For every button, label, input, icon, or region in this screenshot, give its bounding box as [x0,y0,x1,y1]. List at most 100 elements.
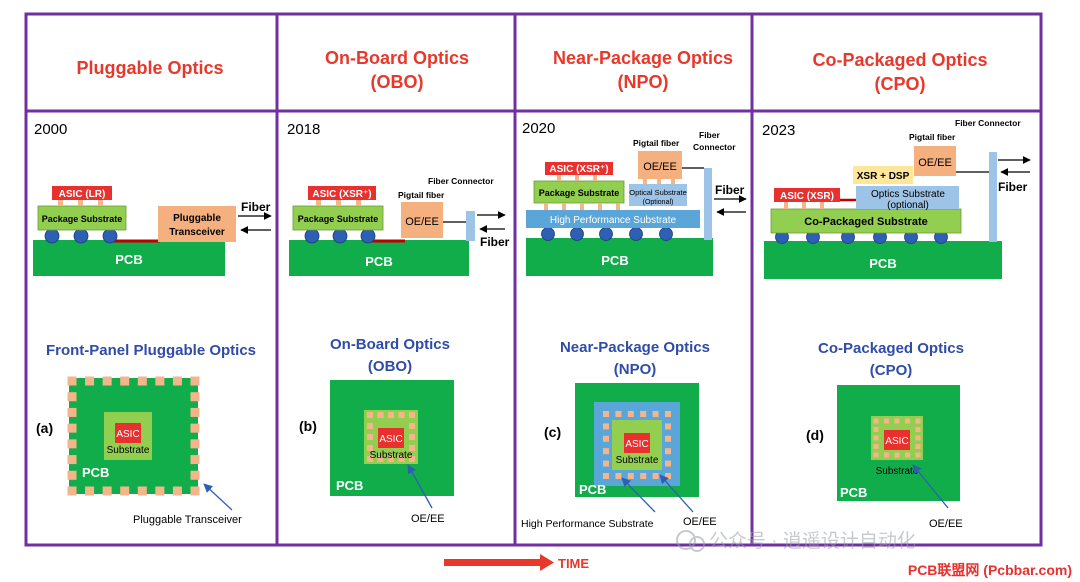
figure-letter: (d) [806,427,824,443]
subtitles: Front-Panel Pluggable Optics On-Board Op… [46,336,964,379]
solder-balls [775,230,948,244]
pad [894,418,900,424]
pad [102,486,112,496]
pcb-board [526,238,713,276]
pad [665,423,671,430]
substrate-label: Substrate [876,466,919,477]
asic-label: ASIC [379,434,402,445]
connector-label-1: Fiber [699,130,720,140]
oe-ee-pads [603,411,671,479]
asic-die [545,162,613,175]
pcb-label: PCB [601,253,628,268]
transceiver-label-1: Pluggable [173,213,221,224]
pad [137,486,147,496]
pad [894,452,900,458]
package-substrate-label: Package Substrate [42,214,123,224]
pad [67,439,77,449]
substrate-bumps [544,203,620,210]
pcb-label: PCB [82,465,109,480]
pigtail-label: Pigtail fiber [909,132,956,142]
pad [120,486,130,496]
fiber-label: Fiber [241,200,271,214]
pad [67,392,77,402]
pad [367,434,373,440]
title-npo-line1: Near-Package Optics [553,48,733,68]
substrate-label: Substrate [370,450,413,461]
asic-square [884,430,910,450]
pad [120,376,130,386]
pad [85,486,95,496]
pad [388,456,394,462]
oe-ee-label: OE/EE [643,161,677,173]
title-pluggable: Pluggable Optics [76,58,223,78]
pad [190,455,200,465]
optics-substrate-label-2: (optional) [887,200,929,211]
pad [172,486,182,496]
oe-bumps [643,179,675,184]
pad [409,412,415,418]
asic-die [774,188,840,202]
cpo-cross-section: PCB Co-Packaged Substrate ASIC (XSR) Opt… [764,118,1031,279]
asic-bumps [557,174,597,181]
pad [915,452,921,458]
pad [367,456,373,462]
oe-ee-block [638,151,682,179]
asic-label: ASIC (LR) [59,189,106,200]
subtitle-npo-line1: Near-Package Optics [560,339,710,356]
pad [102,376,112,386]
pad [873,444,879,449]
asic-square [115,423,141,443]
callout-arrow [912,464,949,509]
pad [665,473,671,479]
pad [873,418,879,424]
pad [190,392,200,402]
optics-substrate [856,186,959,209]
year-2000: 2000 [34,121,67,138]
oe-ee-pads [367,412,415,462]
obo-cross-section: PCB Package Substrate ASIC (XSR⁺) OE/EE … [289,176,510,276]
pad [398,456,405,462]
pad [603,448,609,455]
pad [409,423,415,429]
fiber-connector-label: Fiber Connector [955,118,1021,128]
pad [67,470,77,480]
figure-letter: (c) [544,424,561,440]
pcb-label: PCB [336,478,363,493]
pad [190,407,200,417]
callout-label-right: OE/EE [683,516,717,528]
pad [377,412,384,418]
pad [67,407,77,417]
fiber-connector [704,168,712,240]
pad [873,435,879,441]
pad [627,411,634,417]
watermark-text: 公众号 · 逍遥设计自动化 [709,530,916,552]
year-2020: 2020 [522,120,555,137]
pad [665,448,671,455]
top-view-a: ASIC Substrate PCB (a) Pluggable Transce… [36,376,242,526]
pcb-board [764,241,1002,279]
callout-label: Pluggable Transceiver [133,514,242,526]
pad [190,470,200,480]
title-obo-line2: (OBO) [371,72,424,92]
fiber-label: Fiber [715,183,745,197]
asic-label: ASIC [885,436,908,447]
pad [172,376,182,386]
asic-die [52,186,112,200]
pad [398,412,405,418]
package-substrate [292,205,384,231]
substrate-label: Substrate [107,445,150,456]
top-view-b: ASIC Substrate PCB (b) OE/EE [299,380,454,525]
fiber-connector [989,152,997,242]
high-performance-substrate [526,210,700,228]
pad [190,439,200,449]
callout-label-left: High Performance Substrate [521,518,654,530]
copackaged-substrate [770,208,962,234]
pad [155,376,165,386]
optical-substrate-optional: (Optional) [643,199,674,206]
pad [67,486,77,496]
fiber-connector [466,211,475,241]
asic-square [624,433,650,453]
asic-label: ASIC (XSR⁺) [549,164,608,175]
figure-letter: (b) [299,418,317,434]
xsr-dsp-label: XSR + DSP [857,171,910,182]
